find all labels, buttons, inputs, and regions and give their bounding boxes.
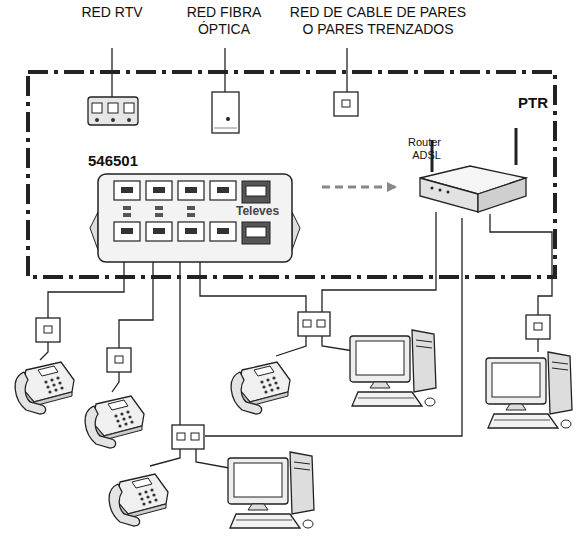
- switch-device: [121, 187, 133, 193]
- switch-device: [114, 181, 140, 200]
- cabling: [490, 214, 552, 315]
- pair-socket: [334, 92, 358, 116]
- brand-name: Televes: [236, 204, 296, 218]
- model-number: 546501: [88, 152, 168, 170]
- uplink-arrow: [322, 186, 395, 189]
- switch-device: [155, 213, 163, 217]
- fiber-box: [212, 92, 239, 133]
- switch-device: [153, 228, 165, 234]
- rtv-box: [88, 97, 138, 125]
- switch-device: [185, 187, 197, 193]
- rtv-box: [92, 103, 102, 113]
- cabling: [150, 449, 180, 466]
- cabling: [200, 262, 306, 312]
- cabling: [179, 262, 180, 425]
- switch-device: [217, 187, 229, 193]
- switch-device: [90, 174, 300, 262]
- rtv-box: [95, 118, 99, 122]
- router-device: [515, 128, 518, 165]
- rtv-box: [108, 103, 118, 113]
- double-socket: [172, 425, 204, 449]
- cabling: [537, 339, 538, 352]
- switch-node: 546501Televes: [84, 152, 322, 264]
- phone-socket: [107, 348, 131, 372]
- region-label: PTR: [498, 94, 548, 112]
- fiber-box: [226, 117, 230, 121]
- router-device: [439, 189, 442, 192]
- switch-device: [146, 222, 172, 241]
- ptr-region: PTR 546501Televes Router ADSL: [28, 72, 555, 277]
- fiber-box: [214, 128, 237, 129]
- switch-device: [187, 206, 195, 210]
- switch-device: [90, 212, 98, 250]
- switch-device: [114, 181, 236, 241]
- telephone: [15, 362, 74, 414]
- telephone: [231, 362, 290, 414]
- cabling: [119, 262, 153, 348]
- switch-device: [210, 222, 236, 241]
- switch-device: [210, 181, 236, 200]
- switch-device: [153, 187, 165, 193]
- router-node: Router ADSL: [395, 128, 530, 228]
- computer: [486, 352, 572, 428]
- network-label: RED FIBRA ÓPTICA: [177, 4, 271, 38]
- switch-device: [185, 228, 197, 234]
- network-label: RED RTV: [62, 4, 162, 21]
- switch-device: [187, 213, 195, 217]
- router-device: [431, 187, 434, 190]
- ptr-region-outline: [28, 72, 555, 277]
- switch-device: [121, 228, 133, 234]
- switch-device: [123, 206, 131, 210]
- switch-device: [292, 212, 300, 250]
- switch-device: [217, 228, 229, 234]
- computer: [350, 330, 436, 406]
- rtv-box: [111, 118, 115, 122]
- cabling: [40, 212, 552, 470]
- router-device: [478, 178, 526, 212]
- phone-socket: [36, 318, 60, 342]
- cabling: [322, 212, 436, 312]
- telephone: [109, 474, 168, 526]
- cabling: [112, 372, 119, 392]
- cabling: [48, 262, 124, 318]
- rtv-box: [88, 97, 138, 125]
- switch-device: [242, 181, 270, 203]
- switch-device: [155, 206, 163, 210]
- cabling: [40, 342, 48, 360]
- cabling: [276, 336, 306, 356]
- switch-device: [123, 213, 131, 217]
- switch-device: [121, 187, 229, 234]
- device-label: Router ADSL: [395, 136, 441, 162]
- switch-device: [98, 174, 292, 262]
- computer: [228, 452, 314, 528]
- network-label: RED DE CABLE DE PARES O PARES TRENZADOS: [285, 4, 471, 38]
- switch-device: [114, 222, 140, 241]
- fiber-box: [212, 92, 239, 133]
- network-feed-lines: [346, 48, 347, 92]
- rtv-box: [127, 118, 131, 122]
- double-socket: [298, 312, 330, 336]
- router-device: [420, 178, 478, 212]
- switch-device: [178, 222, 204, 241]
- rtv-box: [124, 103, 134, 113]
- cabling: [205, 218, 462, 436]
- switch-device: [246, 186, 266, 196]
- switch-device: [178, 181, 204, 200]
- telephone: [85, 396, 144, 448]
- data-socket: [526, 315, 550, 339]
- switch-device: [246, 227, 266, 237]
- switch-device: [146, 181, 172, 200]
- router-device: [447, 191, 450, 194]
- switch-device: [123, 206, 195, 217]
- switch-device: [242, 222, 270, 244]
